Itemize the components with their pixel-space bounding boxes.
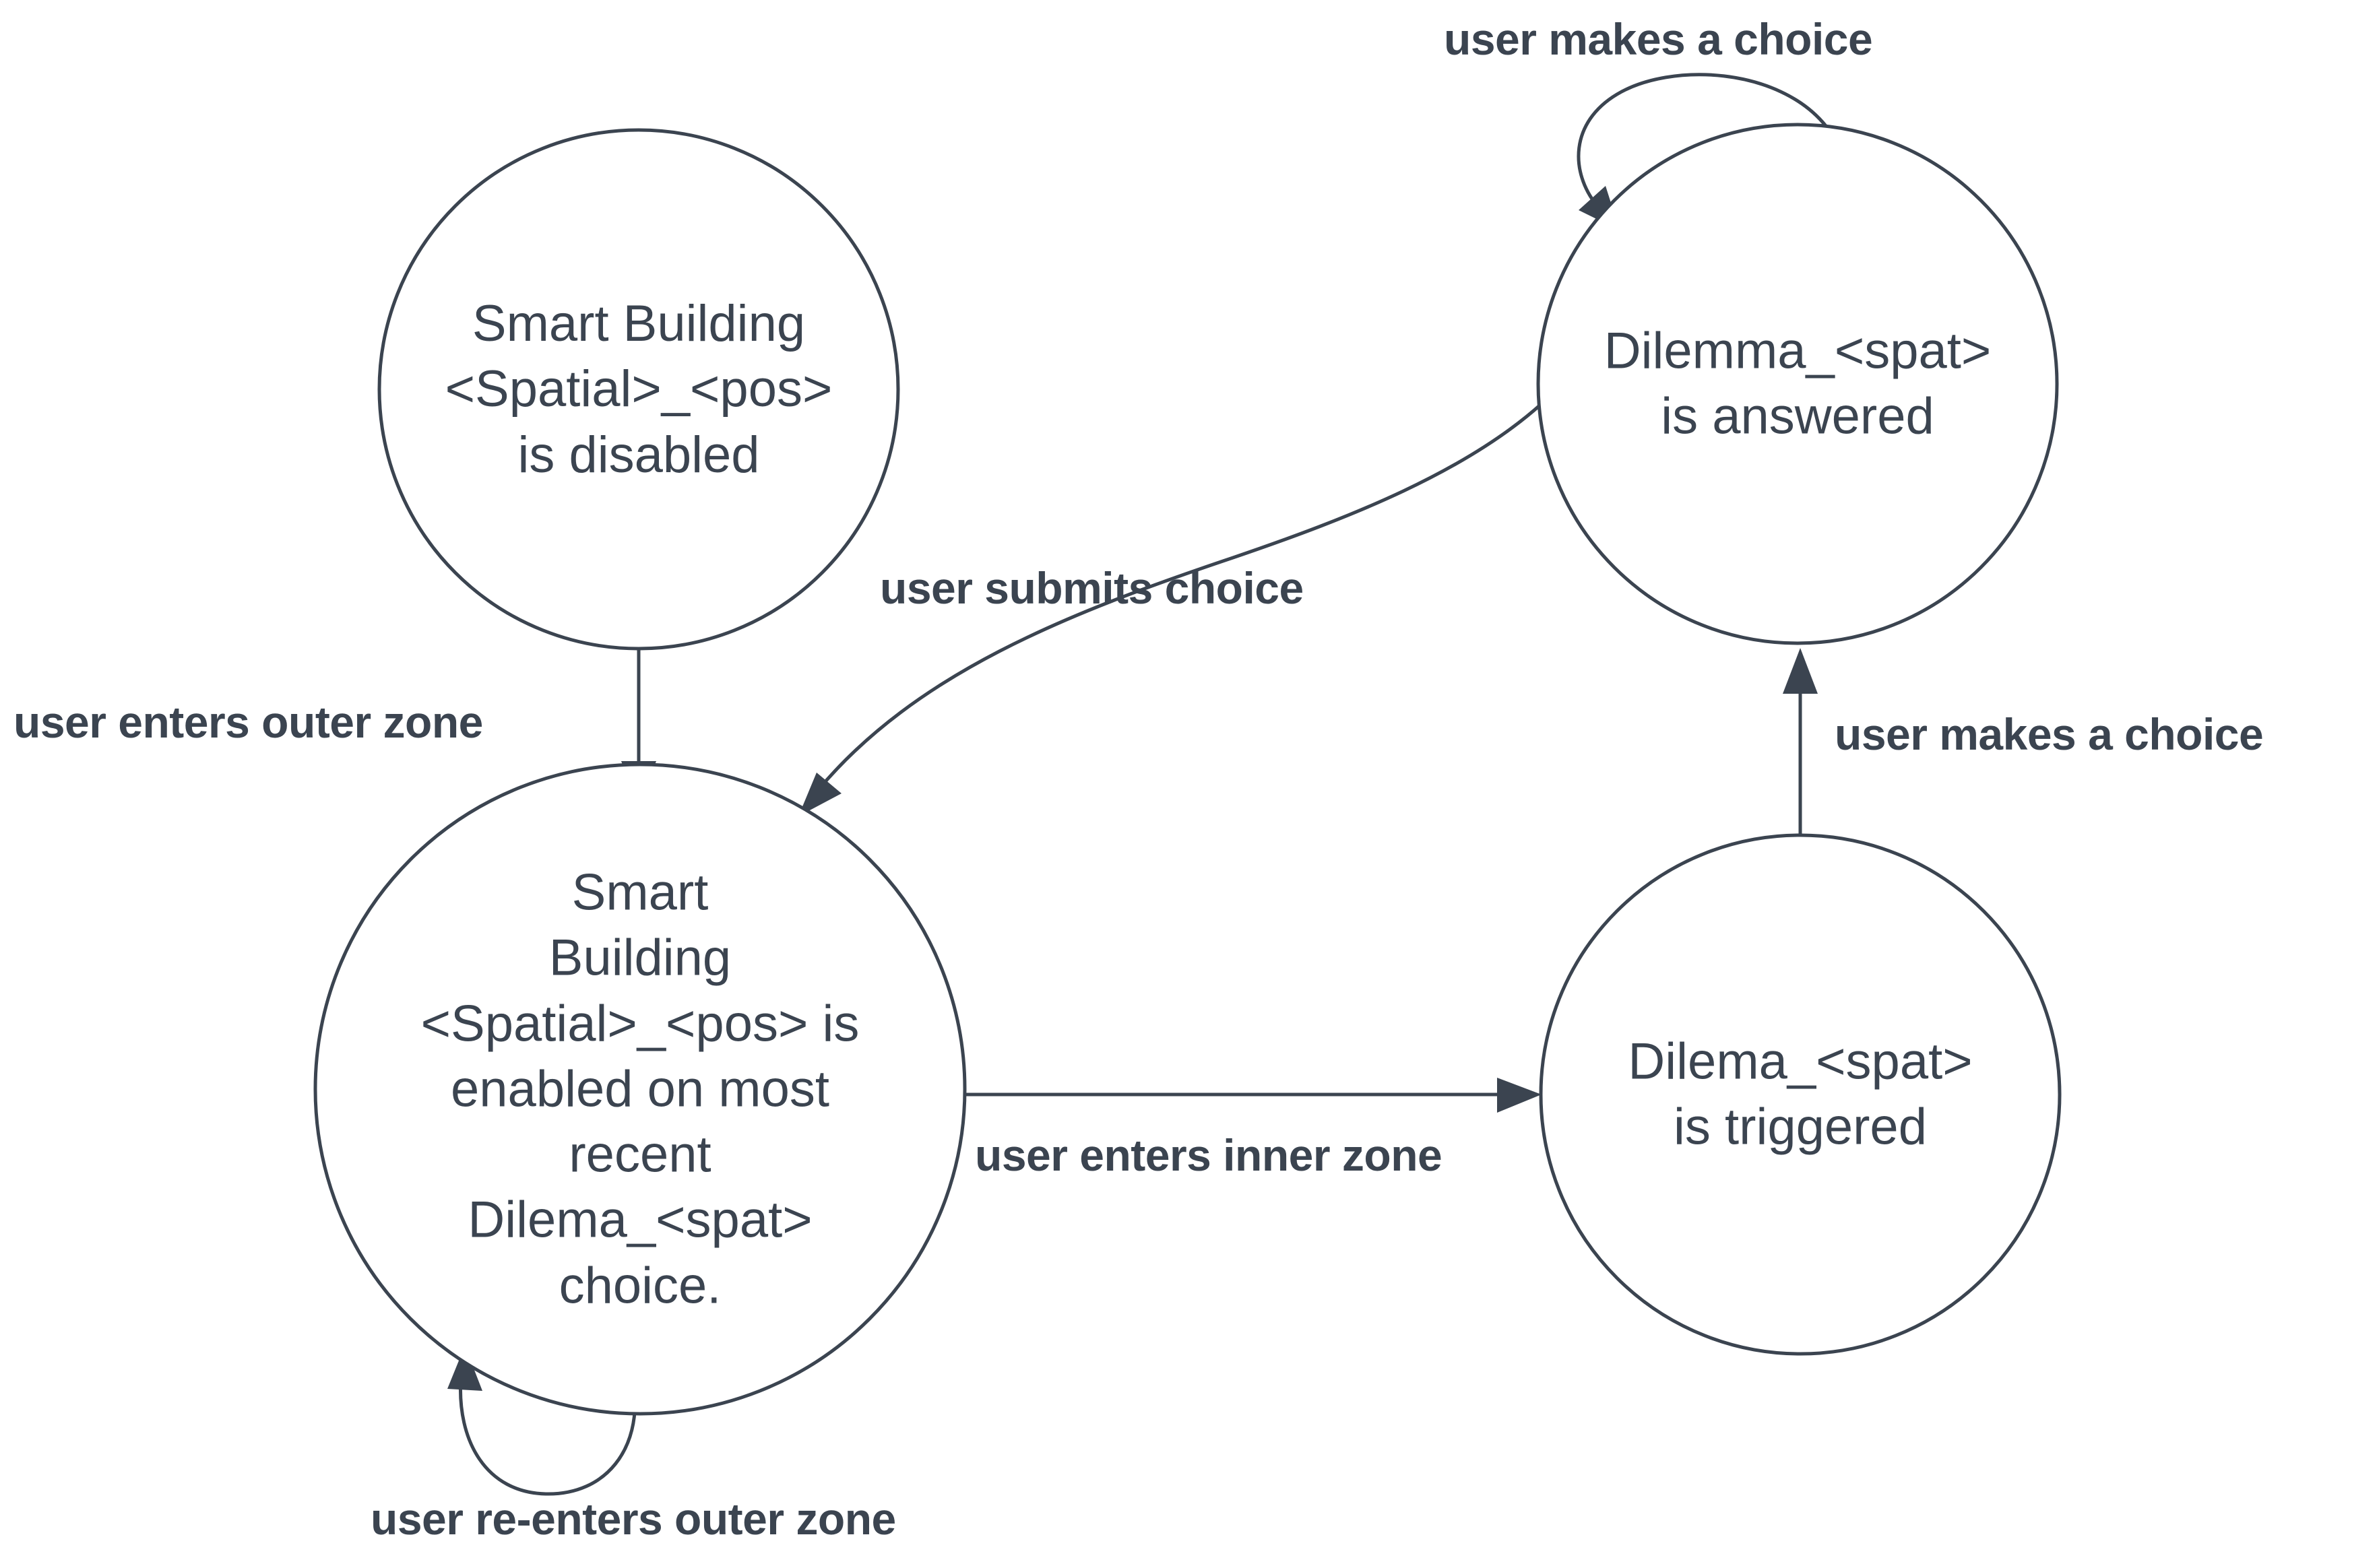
edge-line-submits-choice — [817, 399, 1547, 791]
edge-line-re-enters-outer-zone — [458, 1377, 637, 1496]
state-node-sb-disabled[interactable] — [377, 128, 900, 651]
state-node-dilema-triggered[interactable] — [1539, 833, 2062, 1356]
arrowhead-re-enters-outer-zone — [447, 1346, 482, 1391]
edge-makes-a-choice-up — [1783, 648, 1818, 835]
arrowhead-enters-inner-zone — [1497, 1078, 1542, 1113]
edge-line-makes-a-choice-loop — [1577, 73, 1827, 207]
state-node-sb-enabled[interactable] — [313, 762, 967, 1416]
edge-re-enters-outer-zone — [447, 1346, 637, 1496]
edge-submits-choice — [798, 399, 1547, 816]
arrowhead-submits-choice — [798, 773, 842, 816]
arrowhead-makes-a-choice-up — [1783, 648, 1818, 694]
state-node-dilemma-answered[interactable] — [1536, 123, 2059, 645]
edge-enters-inner-zone — [965, 1078, 1542, 1113]
